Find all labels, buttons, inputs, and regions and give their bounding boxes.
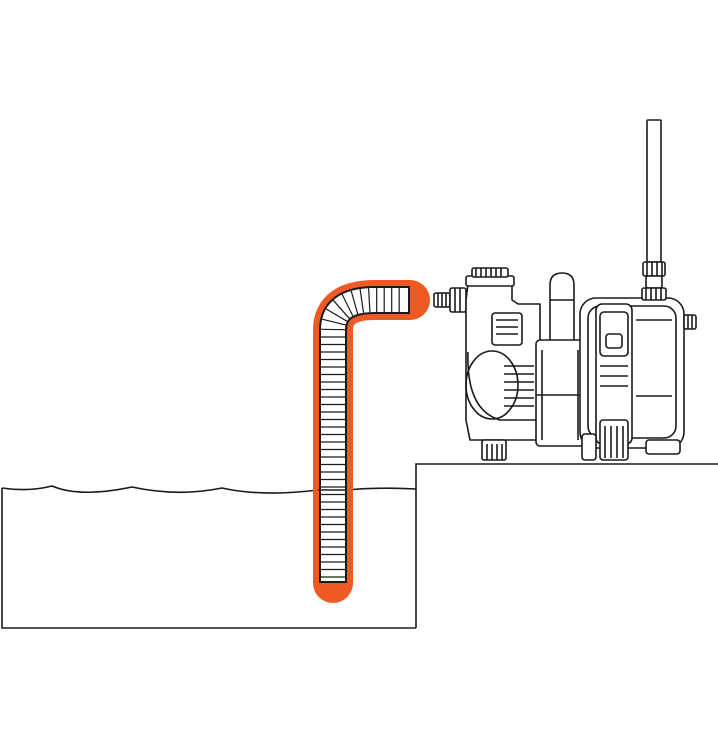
water-surface-icon: [1, 485, 417, 629]
pump-motor: [535, 297, 697, 461]
hose-rib: [332, 299, 350, 319]
pump-outlet-pipe: [641, 119, 667, 301]
hose-rib: [368, 288, 371, 313]
pump-housing: [465, 267, 541, 461]
pump-inlet-connector: [433, 287, 467, 313]
hose-rib: [322, 318, 346, 326]
hose-rib: [341, 294, 354, 317]
hose-rib: [325, 308, 348, 322]
ground-ledge-icon: [415, 463, 718, 628]
pump-priming-tube: [549, 272, 575, 351]
hose-rib: [359, 288, 365, 313]
garden-pump-icon: [433, 119, 697, 461]
hose-rib: [350, 290, 359, 315]
suction-hose-icon: [313, 280, 430, 603]
